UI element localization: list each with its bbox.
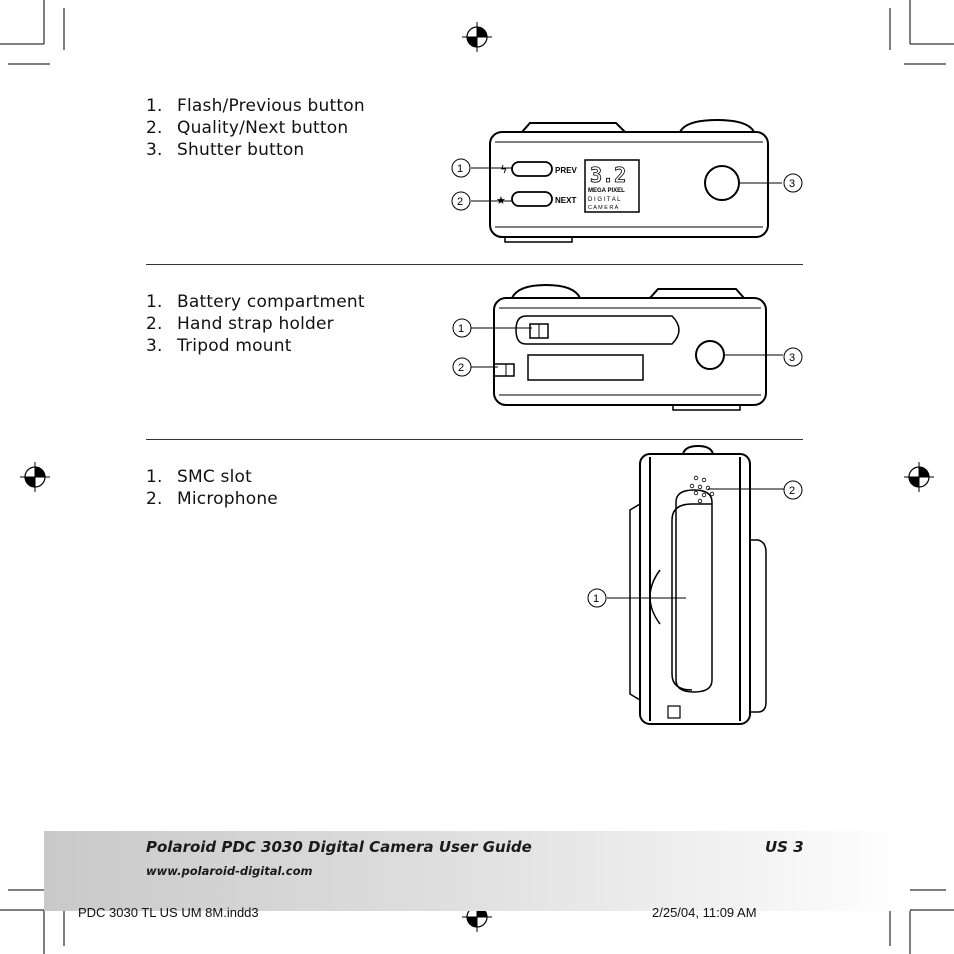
camera-bottom-view-illustration: 1 2 3 [452, 283, 803, 411]
callout-1 [451, 158, 471, 178]
registration-mark-left [20, 462, 50, 492]
svg-text:1: 1 [593, 593, 599, 605]
list-item: 3.Tripod mount [146, 336, 292, 356]
list-item: 1.Flash/Previous button [146, 96, 365, 116]
svg-text:3: 3 [789, 352, 795, 364]
camera-side-view-illustration: 1 2 [587, 444, 803, 725]
list-item: 2.Microphone [146, 489, 278, 509]
registration-mark-top [462, 22, 492, 52]
slug-filename: PDC 3030 TL US UM 8M.indd3 [78, 905, 259, 920]
callout-3 [783, 347, 803, 367]
list-item: 2.Hand strap holder [146, 314, 334, 334]
list-item: 1.Battery compartment [146, 292, 365, 312]
badge-number: 3.2 [590, 163, 626, 187]
svg-text:2: 2 [789, 485, 795, 497]
list-item: 3.Shutter button [146, 140, 305, 160]
footer-title: Polaroid PDC 3030 Digital Camera User Gu… [146, 838, 532, 856]
footer-url[interactable]: www.polaroid-digital.com [146, 864, 313, 878]
camera-top-view-illustration: ϟ ★ PREV NEXT 3.2 MEGA PIXEL D I G I T A… [451, 118, 803, 243]
bottom-view-parts-list: 1.Battery compartment 2.Hand strap holde… [146, 291, 365, 357]
svg-text:1: 1 [458, 323, 464, 335]
footer-band [44, 831, 910, 911]
page-number: US 3 [765, 838, 804, 856]
callout-1 [587, 588, 607, 608]
callout-2 [452, 357, 472, 377]
svg-text:2: 2 [457, 196, 463, 208]
flash-icon: ϟ [500, 163, 507, 176]
section-divider [146, 264, 803, 265]
list-item: 2.Quality/Next button [146, 118, 349, 138]
svg-text:1: 1 [457, 163, 463, 175]
prev-button-label: PREV [555, 166, 577, 175]
callout-2 [783, 480, 803, 500]
list-item: 1.SMC slot [146, 467, 252, 487]
callout-2 [451, 191, 471, 211]
callout-3 [783, 173, 803, 193]
callout-1 [452, 318, 472, 338]
slug-date: 2/25/04, 11:09 AM [652, 905, 757, 920]
svg-text:2: 2 [458, 362, 464, 374]
registration-mark-right [904, 462, 934, 492]
section-divider [146, 439, 803, 440]
badge-digital: D I G I T A L [588, 197, 621, 203]
top-view-parts-list: 1.Flash/Previous button 2.Quality/Next b… [146, 95, 365, 161]
badge-megapixel: MEGA PIXEL [588, 188, 625, 194]
microphone-grille [689, 475, 715, 504]
next-button-label: NEXT [555, 196, 576, 205]
badge-camera: C A M E R A [588, 205, 619, 211]
svg-text:3: 3 [789, 178, 795, 190]
side-view-parts-list: 1.SMC slot 2.Microphone [146, 466, 278, 510]
